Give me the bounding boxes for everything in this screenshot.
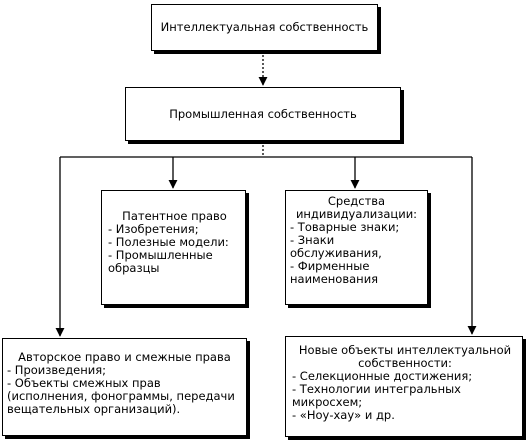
- node-new-objects-line-5: - «Ноу-хау» и др.: [292, 408, 395, 422]
- node-means-title: Средства: [327, 194, 386, 208]
- node-new-objects-line-3: - Технологии интегральных: [292, 382, 461, 396]
- node-new-objects-line-2: - Селекционные достижения;: [292, 369, 473, 383]
- node-means-line-1: индивидуализации:: [295, 207, 418, 221]
- node-means-line-3: - Знаки: [290, 233, 335, 247]
- node-means-line-5: - Фирменные: [290, 259, 370, 273]
- node-means-line-4: обслуживания,: [290, 246, 382, 260]
- node-patent-law-line-2: - Полезные модели:: [108, 235, 229, 249]
- node-patent-law: Патентное право - Изобретения; - Полезны…: [101, 190, 246, 305]
- node-patent-law-title: Патентное право: [122, 209, 227, 223]
- node-means-line-2: - Товарные знаки;: [290, 220, 400, 234]
- node-patent-law-line-1: - Изобретения;: [108, 222, 199, 236]
- node-means-line-6: наименования: [290, 272, 379, 286]
- node-copyright-line-4: вещательных организаций).: [7, 402, 181, 416]
- node-new-objects: Новые объекты интеллектуальной собственн…: [285, 336, 523, 437]
- node-industrial-property-label: Промышленная собственность: [169, 106, 357, 121]
- node-patent-law-line-4: образцы: [108, 261, 160, 275]
- node-intellectual-property-label: Интеллектуальная собственность: [160, 20, 369, 34]
- node-intellectual-property: Интеллектуальная собственность: [151, 4, 378, 51]
- node-patent-law-line-3: - Промышленные: [108, 248, 213, 262]
- node-copyright-line-3: (исполнения, фонограммы, передачи: [7, 389, 235, 403]
- node-means-of-individualization: Средства индивидуализации: - Товарные зн…: [285, 190, 428, 305]
- node-new-objects-line-4: микросхем;: [292, 395, 363, 409]
- node-new-objects-line-1: собственности:: [358, 356, 452, 370]
- node-new-objects-title: Новые объекты интеллектуальной: [298, 343, 512, 357]
- node-copyright-title: Авторское право и смежные права: [18, 350, 231, 364]
- node-copyright-line-1: - Произведения;: [7, 363, 107, 377]
- node-copyright-line-2: - Объекты смежных прав: [7, 376, 161, 390]
- node-copyright: Авторское право и смежные права - Произв…: [2, 338, 247, 436]
- node-industrial-property: Промышленная собственность: [125, 87, 401, 141]
